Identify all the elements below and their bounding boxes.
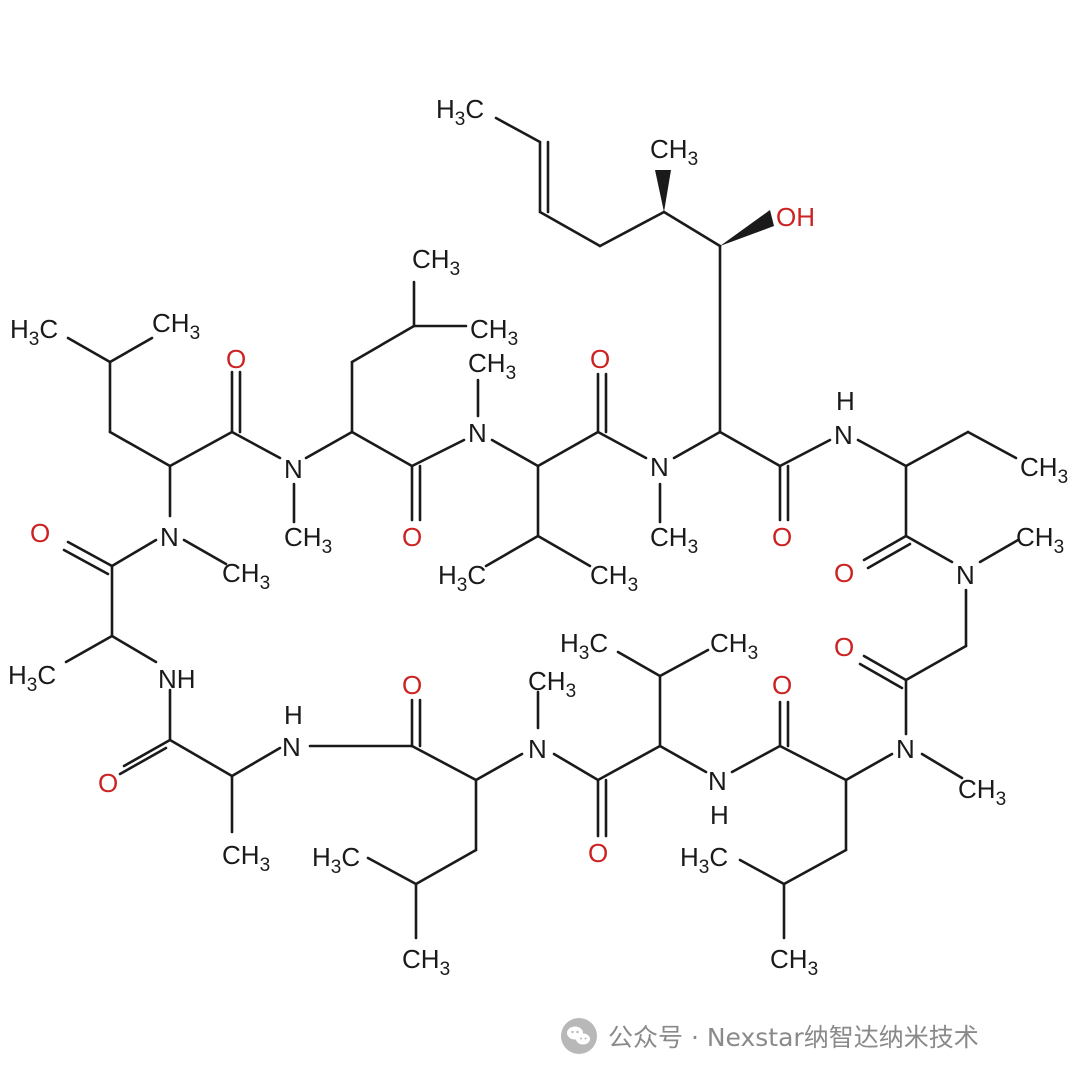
- atom-ch3-leu1: CH3: [152, 308, 200, 344]
- atom-oxygen-sar: O: [834, 632, 854, 662]
- atom-ch3-leu3: CH3: [402, 944, 450, 980]
- atom-h-nh-val2: H: [710, 800, 729, 830]
- atom-nitrogen-leu4: N: [896, 734, 915, 764]
- atom-h3c-val1: H3C: [438, 560, 486, 596]
- atom-oxygen-1: O: [226, 344, 246, 374]
- atom-ch3-leu2b: CH3: [470, 314, 518, 350]
- atom-ch3-nme-leu3: CH3: [528, 666, 576, 702]
- atom-h3c-leu3: H3C: [312, 842, 360, 878]
- atom-h3c-leu1: H3C: [10, 314, 58, 350]
- atom-ch3-nme-c: CH3: [650, 522, 698, 558]
- atom-oxygen-leu4: O: [772, 670, 792, 700]
- wechat-icon: [561, 1018, 597, 1054]
- atom-ch3-leu4: CH3: [770, 944, 818, 980]
- atom-h3c-val2: H3C: [560, 628, 608, 664]
- atom-oxygen-5: O: [30, 518, 50, 548]
- atom-n-nh-val2: N: [708, 766, 727, 796]
- atom-oxygen-4: O: [772, 522, 792, 552]
- atom-oxygen-leu3: O: [402, 670, 422, 700]
- bond-lines: [62, 116, 1020, 940]
- atom-n-nh-ala2: N: [282, 732, 301, 762]
- atom-ch3-nleft: CH3: [222, 558, 270, 594]
- watermark: 公众号 · Nexstar纳智达纳米技术: [560, 1014, 979, 1058]
- atom-ch3-leu2: CH3: [412, 244, 460, 280]
- atom-ch3-ethyl: CH3: [1020, 452, 1068, 488]
- atom-h3c-ala1: H3C: [8, 660, 56, 696]
- atom-hydroxyl: OH: [776, 202, 815, 232]
- atom-h-nh1: H: [836, 386, 855, 416]
- atom-ch3-nme-b: CH3: [284, 522, 332, 558]
- atom-nitrogen-sar: N: [956, 560, 975, 590]
- atom-h3c-leu4: H3C: [680, 842, 728, 878]
- atom-nitrogen-leu3: N: [528, 734, 547, 764]
- atom-h-nh-ala2: H: [284, 700, 303, 730]
- atom-n-nh1: N: [834, 420, 853, 450]
- atom-nitrogen-left: N: [160, 522, 179, 552]
- atom-oxygen-val2: O: [588, 838, 608, 868]
- atom-ch3-val1: CH3: [590, 560, 638, 596]
- atom-ch3-nme-a: CH3: [468, 348, 516, 384]
- atom-nitrogen-3: N: [650, 452, 669, 482]
- atom-nh-ala1: NH: [158, 664, 196, 694]
- atom-ch3-val2: CH3: [710, 628, 758, 664]
- atom-ch3-nme-leu4: CH3: [958, 774, 1006, 810]
- atom-h3c-top: H3C: [436, 94, 484, 130]
- atom-ch3-ala2: CH3: [222, 840, 270, 876]
- atom-ch3-branch-top: CH3: [650, 134, 698, 170]
- atom-nitrogen-2: N: [468, 418, 487, 448]
- watermark-text: 公众号 · Nexstar纳智达纳米技术: [608, 1023, 979, 1052]
- atom-oxygen-2: O: [402, 522, 422, 552]
- atom-labels: H3C CH3 OH CH3 CH3 CH3 H3C CH3 O N CH3 O…: [8, 94, 1068, 980]
- atom-oxygen-3: O: [590, 344, 610, 374]
- atom-nitrogen-1: N: [284, 454, 303, 484]
- atom-ch3-sar: CH3: [1016, 522, 1064, 558]
- atom-oxygen-6: O: [834, 558, 854, 588]
- atom-oxygen-ala2: O: [98, 768, 118, 798]
